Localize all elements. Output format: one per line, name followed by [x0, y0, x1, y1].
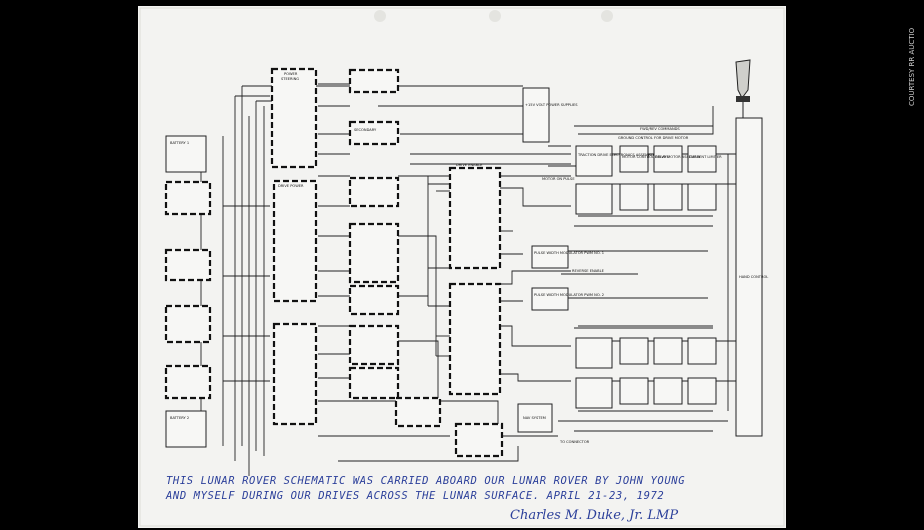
nav-system-label: NAV SYSTEM [523, 416, 546, 420]
volt-supplies-box [522, 87, 550, 143]
drive-power-mid-b [348, 284, 400, 316]
signature: Charles M. Duke, Jr. LMP [510, 508, 678, 523]
binder-hole-right [601, 10, 613, 22]
drive-power-mid-a [348, 222, 400, 284]
secondary-label: SECONDARY [354, 128, 377, 132]
motor-control-relays-label: MOTOR CONTROL RELAYS [622, 155, 670, 159]
rover-schematic-diagram: POWER STEERING SECONDARY +15V VOLT POWER… [139, 7, 785, 527]
nav-system-box [517, 403, 553, 433]
drive-power-switch-b [272, 322, 318, 426]
power-label: POWER [284, 72, 298, 76]
drive-enable-label: DRIVE ENABLE [456, 163, 483, 167]
annotation-line-2: AND MYSELF DURING OUR DRIVES ACROSS THE … [165, 490, 664, 502]
bus-switch-2 [164, 248, 212, 282]
hand-control-label: HAND CONTROL [739, 275, 768, 279]
bus-switch-1 [164, 180, 212, 216]
volt-supplies-label: +15V VOLT POWER SUPPLIES [525, 103, 578, 107]
battery-2-label: BATTERY 2 [170, 416, 189, 420]
current-limiter-label: CURRENT LIMITER [689, 155, 722, 159]
steering-switch-low [394, 396, 442, 428]
drive-power-switch-a [272, 179, 318, 303]
power-switch-low [454, 422, 504, 458]
drive-motor-assembly-label: DRIVE MOTOR ASSEMBLY [655, 155, 701, 159]
traction-drive-group-1 [575, 145, 717, 215]
ground-control-label: GROUND CONTROL FOR DRIVE MOTOR [618, 136, 689, 140]
bus-switch-3 [164, 304, 212, 344]
battery-2-box [165, 410, 207, 448]
connector-label: TO CONNECTOR [559, 440, 590, 444]
fwd-rev-label: FWD/REV COMMANDS [640, 127, 680, 131]
pwm-1-box [531, 245, 569, 269]
hand-controller-icon [735, 59, 751, 118]
binder-hole-mid [489, 10, 501, 22]
credit-text: COURTESY RR AUCTION [908, 28, 916, 106]
drive-enable-switch-1 [448, 166, 502, 270]
power-switch-secondary [348, 120, 400, 146]
reverse-enable-label: REVERSE ENABLE [572, 269, 605, 273]
pwm-2-label: PULSE WIDTH MODULATOR PWM NO. 2 [534, 293, 604, 297]
annotation-line-1: THIS LUNAR ROVER SCHEMATIC WAS CARRIED A… [166, 475, 685, 487]
schematic-sheet: POWER STEERING SECONDARY +15V VOLT POWER… [138, 6, 786, 528]
drive-power-mid-d [348, 366, 400, 400]
traction-drive-group-2 [575, 337, 717, 409]
credit-label: COURTESY RR AUCTION [908, 28, 916, 106]
drive-power-mid-c [348, 324, 400, 366]
power-switch-steering [270, 67, 318, 169]
traction-assembly-label: TRACTION DRIVE ELECTRONICS ASSEMBLY [577, 153, 655, 157]
drive-enable-switch-2 [448, 282, 502, 396]
steering-label: STEERING [281, 77, 299, 81]
steering-switch-mid [348, 176, 400, 208]
binder-hole-left [374, 10, 386, 22]
battery-1-box [165, 135, 207, 173]
battery-1-label: BATTERY 1 [170, 141, 189, 145]
pwm-2-box [531, 287, 569, 311]
wiring [168, 83, 738, 476]
pwm-1-label: PULSE WIDTH MODULATOR PWM NO. 1 [534, 251, 604, 255]
motor-on-pulse-label: MOTOR ON PULSE [542, 177, 575, 181]
drive-power-label: DRIVE POWER [278, 184, 304, 188]
power-switch-steering-b [348, 68, 400, 94]
hand-control-box [735, 117, 763, 437]
bus-switch-4 [164, 364, 212, 400]
